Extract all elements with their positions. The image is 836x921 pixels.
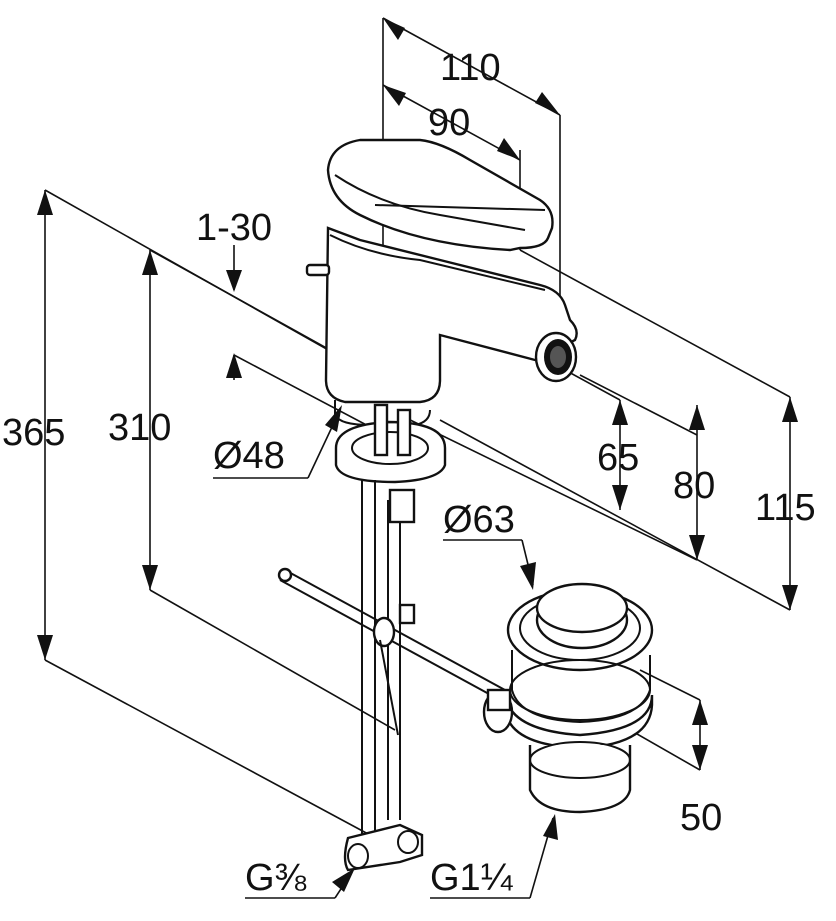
label-310: 310 — [108, 407, 171, 449]
arrowheads — [37, 18, 798, 892]
label-1-30: 1-30 — [196, 207, 272, 249]
label-g1-1-4: G1¼ — [430, 857, 514, 899]
label-115: 115 — [755, 487, 816, 529]
waste-valve — [482, 582, 654, 814]
label-110: 110 — [440, 47, 501, 89]
label-g3-8: G⅜ — [245, 857, 307, 899]
label-50: 50 — [680, 797, 722, 839]
label-dia-63: Ø63 — [443, 499, 515, 541]
label-90: 90 — [428, 102, 470, 144]
faucet-body — [305, 138, 578, 426]
label-dia-48: Ø48 — [213, 435, 285, 477]
mounting-hardware — [277, 403, 506, 872]
label-65: 65 — [597, 437, 639, 479]
label-365: 365 — [2, 412, 65, 454]
dimension-labels: 110 90 1-30 365 310 Ø48 65 80 115 Ø63 50… — [2, 47, 816, 899]
label-80: 80 — [673, 465, 715, 507]
